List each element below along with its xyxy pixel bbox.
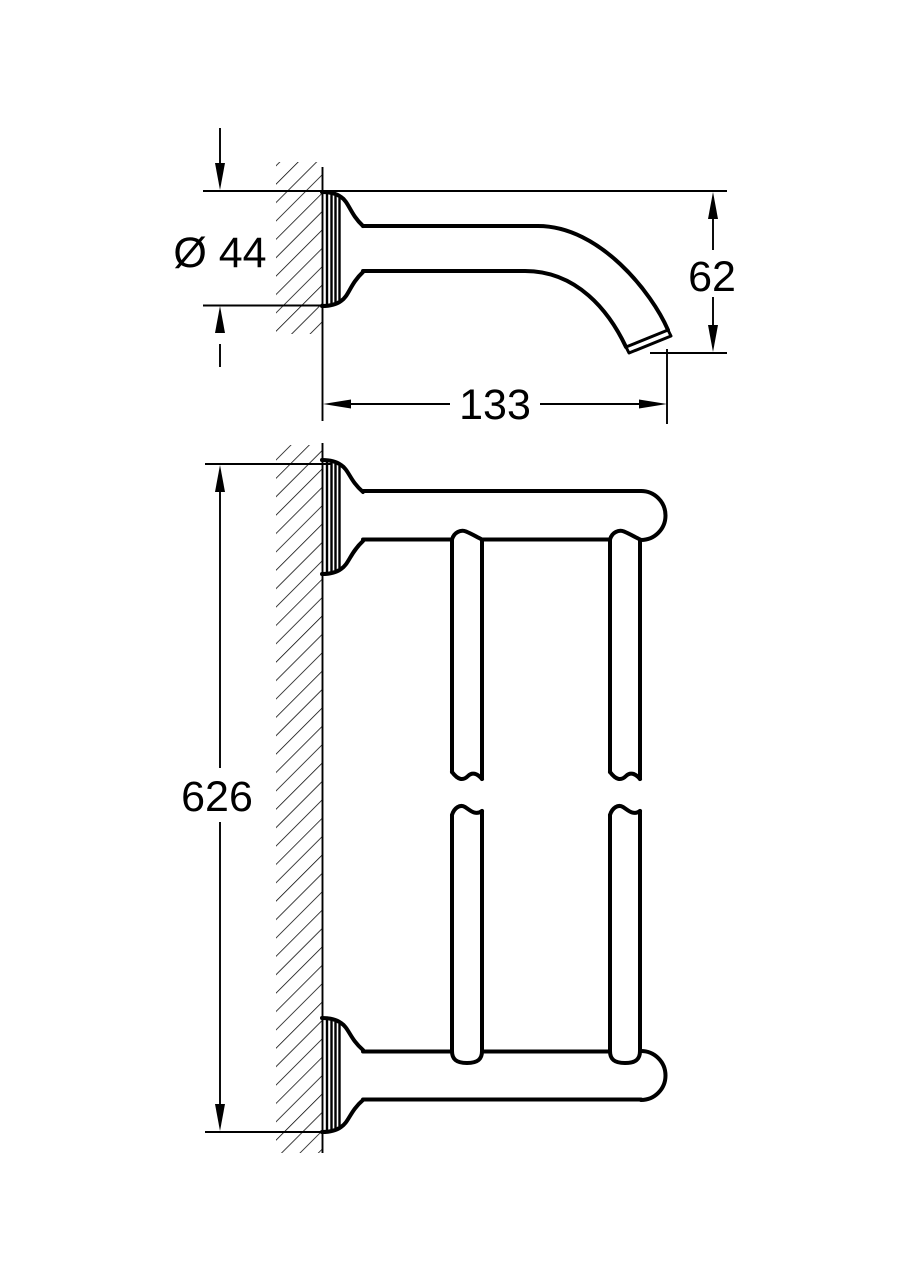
dimension-label-projection-length: 133 bbox=[459, 381, 531, 429]
bar-right-break-upper-icon bbox=[608, 770, 642, 782]
bar-left-top-cap bbox=[450, 528, 484, 542]
arrowhead-left-icon bbox=[323, 399, 351, 409]
bar-right-bottom-cap bbox=[608, 1049, 642, 1065]
rosette-side-top-profile bbox=[320, 190, 365, 228]
upper-rosette-top-profile bbox=[320, 458, 365, 494]
upper-rosette-rings bbox=[325, 461, 341, 573]
dimension-overall-length: 626 bbox=[181, 463, 332, 1133]
rosette-side-rings bbox=[325, 193, 341, 305]
dimension-label-drop-height: 62 bbox=[688, 253, 736, 301]
arrowhead-down-icon bbox=[708, 325, 718, 352]
lower-arm bbox=[361, 1049, 668, 1102]
bar-right-break-lower-icon bbox=[608, 804, 642, 817]
dimension-drop-height: 62 bbox=[650, 192, 736, 354]
curved-arm bbox=[361, 224, 673, 355]
front-view: 626 bbox=[181, 443, 668, 1153]
arm-outer-line bbox=[361, 224, 670, 332]
lower-arm-end-cap bbox=[639, 1049, 668, 1102]
arrowhead-up-icon bbox=[215, 465, 225, 492]
upper-arm-end-cap bbox=[639, 489, 668, 542]
bar-right-lower-segment bbox=[608, 809, 642, 1053]
arm-end-face bbox=[624, 328, 673, 355]
upper-rosette-bottom-profile bbox=[320, 539, 365, 576]
bar-left-lower-segment bbox=[450, 809, 484, 1053]
bar-right-upper-segment bbox=[608, 537, 642, 781]
towel-bar-right bbox=[608, 528, 642, 1065]
rosette-side-bottom-profile bbox=[320, 270, 365, 308]
arrowhead-down-icon bbox=[215, 163, 225, 190]
wall-hatch-front bbox=[276, 445, 322, 1153]
bar-left-bottom-cap bbox=[450, 1049, 484, 1065]
rosette-front-lower bbox=[320, 1016, 365, 1134]
dimension-rosette-diameter: Ø 44 bbox=[173, 128, 727, 367]
towel-bar-left bbox=[450, 528, 484, 1065]
arrowhead-down-icon bbox=[215, 1104, 225, 1131]
dimension-projection-length: 133 bbox=[323, 349, 668, 429]
arrowhead-up-icon bbox=[215, 306, 225, 333]
wall-hatch-side bbox=[276, 162, 322, 334]
dimension-label-overall-length: 626 bbox=[181, 773, 253, 821]
upper-arm bbox=[361, 489, 668, 542]
bar-right-top-cap bbox=[608, 528, 642, 542]
rosette-side bbox=[320, 190, 365, 308]
rosette-front-upper bbox=[320, 458, 365, 576]
lower-rosette-rings bbox=[325, 1019, 341, 1131]
arrowhead-right-icon bbox=[639, 399, 667, 409]
bar-left-break-upper-icon bbox=[450, 770, 484, 782]
bar-left-break-lower-icon bbox=[450, 804, 484, 817]
side-view: Ø 44 62 133 bbox=[173, 128, 736, 429]
lower-rosette-top-profile bbox=[320, 1016, 365, 1052]
bar-left-upper-segment bbox=[450, 537, 484, 781]
dimension-label-rosette-diameter: Ø 44 bbox=[173, 229, 266, 277]
arrowhead-up-icon bbox=[708, 192, 718, 219]
arm-inner-line bbox=[361, 269, 628, 349]
